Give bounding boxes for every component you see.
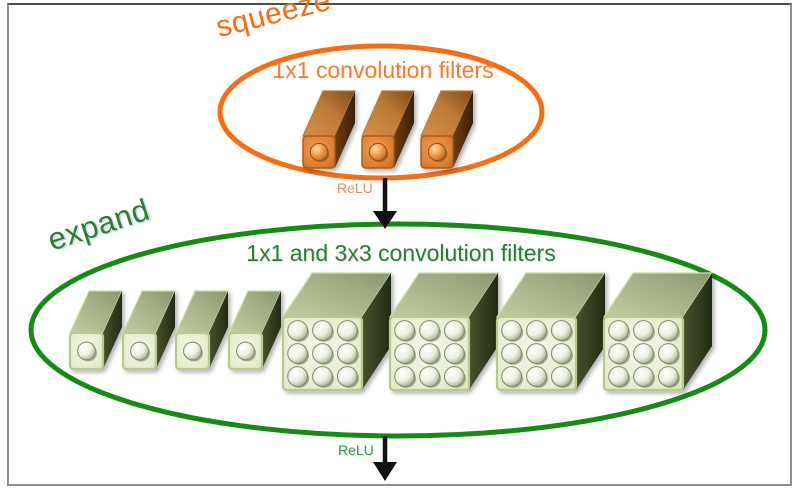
expand-3x3-filter-icon	[495, 272, 607, 392]
green-stud-icon	[551, 366, 572, 387]
green-stud-icon	[551, 343, 572, 364]
squeeze-1x1-filter-icon	[361, 90, 415, 169]
green-stud-icon	[633, 343, 654, 364]
expand-ellipse	[28, 221, 768, 439]
green-stud-icon	[394, 343, 415, 364]
green-stud-icon	[287, 366, 308, 387]
green-stud-icon	[337, 366, 358, 387]
orange-stud-icon	[309, 142, 329, 162]
relu-arrow-top	[373, 178, 397, 229]
squeeze-filter-group	[302, 90, 474, 169]
green-stud-icon	[312, 343, 333, 364]
green-stud-icon	[633, 320, 654, 341]
green-stud-icon	[444, 366, 465, 387]
squeeze-sublabel: 1x1 convolution filters	[272, 57, 494, 83]
green-stud-icon	[183, 341, 202, 361]
expand-filter-group	[68, 272, 714, 392]
green-stud-icon	[526, 366, 547, 387]
green-stud-icon	[526, 320, 547, 341]
green-stud-icon	[419, 366, 440, 387]
expand-3x3-filter-icon	[602, 272, 714, 392]
orange-stud-icon	[427, 142, 447, 162]
green-stud-icon	[658, 320, 679, 341]
green-stud-icon	[419, 343, 440, 364]
green-stud-icon	[444, 320, 465, 341]
green-stud-icon	[501, 320, 522, 341]
expand-1x1-filter-icon	[121, 290, 176, 371]
green-stud-icon	[658, 366, 679, 387]
green-stud-icon	[312, 320, 333, 341]
expand-3x3-filter-icon	[388, 272, 500, 392]
green-stud-icon	[287, 343, 308, 364]
green-stud-icon	[501, 343, 522, 364]
green-stud-icon	[444, 343, 465, 364]
expand-3x3-filter-icon	[281, 272, 393, 392]
green-stud-icon	[608, 366, 629, 387]
squeeze-ellipse	[217, 43, 545, 181]
green-stud-icon	[77, 341, 96, 361]
green-stud-icon	[551, 320, 572, 341]
green-stud-icon	[633, 366, 654, 387]
squeeze-relu-label: ReLU	[337, 180, 373, 196]
green-stud-icon	[419, 320, 440, 341]
expand-relu-label: ReLU	[338, 442, 374, 458]
expand-1x1-filter-icon	[68, 290, 123, 371]
expand-1x1-filter-icon	[174, 290, 229, 371]
green-stud-icon	[608, 320, 629, 341]
green-stud-icon	[337, 343, 358, 364]
squeeze-1x1-filter-icon	[420, 90, 474, 169]
green-stud-icon	[394, 320, 415, 341]
expand-sublabel: 1x1 and 3x3 convolution filters	[246, 240, 556, 266]
green-stud-icon	[337, 320, 358, 341]
green-stud-icon	[287, 320, 308, 341]
green-stud-icon	[658, 343, 679, 364]
green-stud-icon	[526, 343, 547, 364]
green-stud-icon	[394, 366, 415, 387]
squeeze-1x1-filter-icon	[302, 90, 356, 169]
relu-arrow-bottom	[373, 436, 397, 481]
green-stud-icon	[608, 343, 629, 364]
green-stud-icon	[236, 341, 255, 361]
green-stud-icon	[501, 366, 522, 387]
expand-1x1-filter-icon	[227, 290, 282, 371]
orange-stud-icon	[368, 142, 388, 162]
green-stud-icon	[312, 366, 333, 387]
diagram-border	[7, 3, 792, 486]
green-stud-icon	[130, 341, 149, 361]
